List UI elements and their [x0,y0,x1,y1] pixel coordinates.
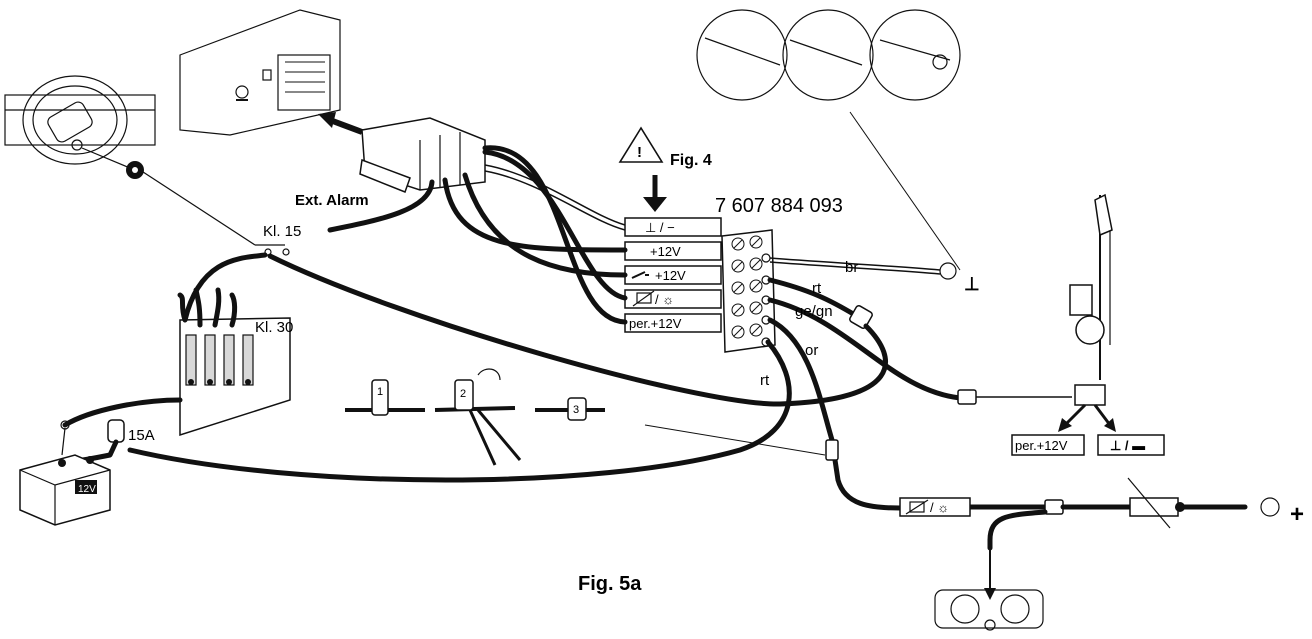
fig4-reference: Fig. 4 [670,152,712,169]
ring-terminal-icon [939,262,957,280]
insert-arrow-icon [318,112,336,128]
fuse-label: 15A [128,427,155,444]
battery-voltage: 12V [78,484,96,495]
steering-wheel-illustration [4,75,156,179]
rheostat-illustration [1127,477,1179,529]
switch-icon [631,271,649,279]
ground-symbol: ⊥ [964,274,980,294]
inline-connector [825,439,839,461]
battery-illustration [19,454,111,526]
plus-terminal-label: + [1290,501,1304,528]
wire-br-label: br [845,259,858,276]
cable-prep-circles [696,9,961,101]
antenna-motor-illustration [1069,193,1113,406]
ext-alarm-label: Ext. Alarm [295,192,369,209]
terminal-block [721,229,776,353]
wire-or-label: or [805,342,818,359]
antenna-connector [957,389,977,405]
antenna-gnd-label: ⊥ / ▬ [1110,438,1145,453]
fuse-box [179,317,291,437]
fuse-holder [107,419,125,443]
crimp-step-2: 2 [460,388,466,400]
dimmer-connector [1044,499,1064,515]
wire-rt-label: rt [812,280,822,297]
instrument-cluster-illustration [934,589,1044,631]
crimp-steps-illustration [345,368,605,466]
figure-caption: Fig. 5a [578,573,642,595]
terminal-per-12v-label: per.+12V [629,316,682,331]
wire-rt2-label: rt [760,372,770,389]
ring-terminal-icon [1260,497,1280,517]
terminal-illumination-label: / ☼ [655,292,674,307]
wire-gegn-label: ge/gn [795,303,833,320]
dimmer-icon [632,290,655,307]
terminal-12v-label: +12V [650,244,681,259]
warning-symbol: ! [637,144,642,161]
warning-icon [618,126,664,163]
radio-unit-illustration [179,9,341,136]
terminal-ground-label: ⊥ / − [645,220,675,235]
terminal-switched-12v-label: +12V [655,268,686,283]
arrow-icon [1104,418,1116,432]
antenna-per-label: per.+12V [1015,438,1068,453]
kl30-label: Kl. 30 [255,319,293,336]
kl15-label: Kl. 15 [263,223,301,240]
part-number: 7 607 884 093 [715,195,843,217]
crimp-step-3: 3 [573,404,579,416]
arrow-icon [1058,418,1072,432]
dimmer-icon [905,499,929,515]
dimmer-label: / ☼ [930,500,949,515]
down-arrow-icon [643,197,667,212]
connector [849,305,873,329]
adapter-plug [359,117,486,193]
crimp-step-1: 1 [377,386,383,398]
